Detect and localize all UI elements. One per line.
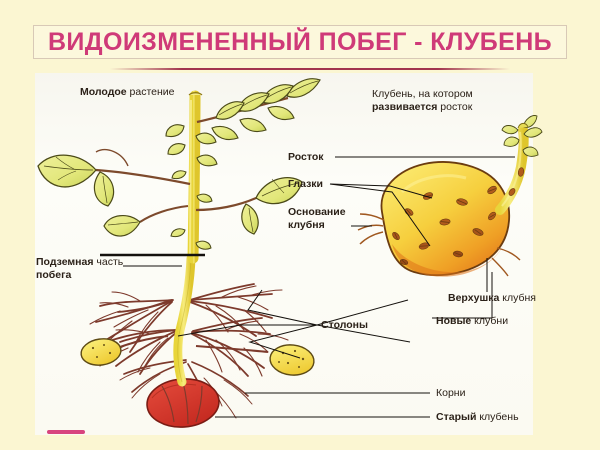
label-novye-bold: Новые bbox=[436, 315, 472, 327]
new-tuber-left bbox=[80, 338, 122, 366]
label-staryy-kluben: Старый клубень bbox=[436, 411, 519, 424]
label-podzemnaya-bold: Подземная bbox=[36, 256, 94, 268]
label-rostok-text: Росток bbox=[288, 151, 324, 163]
label-klubnya-text: клубня bbox=[288, 219, 325, 231]
label-novye-rest: клубни bbox=[471, 315, 509, 327]
page-title: ВИДОИЗМЕНЕННЫЙ ПОБЕГ - КЛУБЕНЬ bbox=[47, 27, 553, 56]
leaf-cluster-right-mid bbox=[241, 177, 303, 235]
leader-glazki-1 bbox=[329, 183, 433, 199]
label-glazki-text: Глазки bbox=[288, 178, 323, 190]
heading-tuber-line1: Клубень, на котором bbox=[372, 88, 473, 101]
label-korni: Корни bbox=[436, 387, 465, 400]
label-staryy-rest: клубень bbox=[476, 411, 519, 423]
new-tuber-right bbox=[269, 344, 315, 376]
leaf-mid-left bbox=[103, 215, 141, 237]
label-podzemnaya-rest: часть bbox=[93, 256, 124, 268]
tuber-base-roots bbox=[357, 213, 385, 245]
accent-mark bbox=[47, 430, 85, 434]
stolon-left bbox=[119, 334, 169, 348]
leader-stolony-1 bbox=[247, 289, 318, 326]
plant-illustration bbox=[37, 78, 321, 428]
label-molodoe-bold: Молодое bbox=[80, 86, 127, 98]
heading-tuber-line2: развивается росток bbox=[372, 101, 472, 114]
leaf-cluster-top-right bbox=[211, 78, 321, 141]
heading-tuber-line2-bold: развивается bbox=[372, 101, 438, 113]
label-verhushka-klubnya: Верхушка клубня bbox=[448, 292, 536, 305]
leader-stolony-4 bbox=[316, 299, 409, 326]
label-stolony-text: Столоны bbox=[321, 319, 368, 331]
tuber-eyes bbox=[392, 185, 497, 265]
label-podzemnaya-chast-line2: побега bbox=[36, 269, 71, 282]
stolon-right bbox=[195, 344, 269, 354]
label-osnovanie-klubnya-line1: Основание bbox=[288, 206, 346, 219]
label-osnovanie-klubnya-line2: клубня bbox=[288, 219, 325, 232]
leaf-cluster-left bbox=[37, 148, 129, 207]
leader-stolony-2 bbox=[177, 324, 317, 337]
root-system bbox=[89, 283, 289, 421]
label-glazki: Глазки bbox=[288, 178, 323, 191]
heading-tuber-line2-rest: росток bbox=[437, 101, 473, 113]
label-pobega-text: побега bbox=[36, 269, 72, 281]
leaf-cluster-upper-stem bbox=[165, 124, 218, 167]
label-novye-klubni: Новые клубни bbox=[436, 315, 508, 328]
leader-glazki-2 bbox=[329, 183, 431, 247]
label-osnovanie-text: Основание bbox=[288, 206, 346, 218]
leader-stolony-5 bbox=[316, 324, 411, 343]
leader-novye-klubni bbox=[432, 272, 493, 319]
label-molodoe-rest: растение bbox=[126, 86, 175, 98]
label-korni-text: Корни bbox=[436, 387, 466, 399]
sprout bbox=[495, 115, 543, 215]
label-podzemnaya-chast-line1: Подземная часть bbox=[36, 256, 123, 269]
tuber-illustration bbox=[357, 115, 543, 277]
label-rostok: Росток bbox=[288, 151, 324, 164]
label-verhushka-rest: клубня bbox=[499, 292, 536, 304]
title-box: ВИДОИЗМЕНЕННЫЙ ПОБЕГ - КЛУБЕНЬ bbox=[33, 25, 567, 59]
foliage bbox=[37, 78, 321, 250]
title-underline-rule bbox=[110, 68, 510, 70]
stem-nodes bbox=[170, 170, 213, 250]
leader-lines bbox=[123, 156, 515, 418]
label-molodoe-rastenie: Молодое растение bbox=[80, 86, 175, 99]
tuber-body bbox=[380, 161, 511, 276]
label-stolony: Столоны bbox=[321, 319, 368, 332]
label-staryy-bold: Старый bbox=[436, 411, 477, 423]
label-verhushka-bold: Верхушка bbox=[448, 292, 500, 304]
heading-tuber-line1-text: Клубень, на котором bbox=[372, 88, 473, 100]
leader-stolony-3 bbox=[248, 324, 318, 359]
